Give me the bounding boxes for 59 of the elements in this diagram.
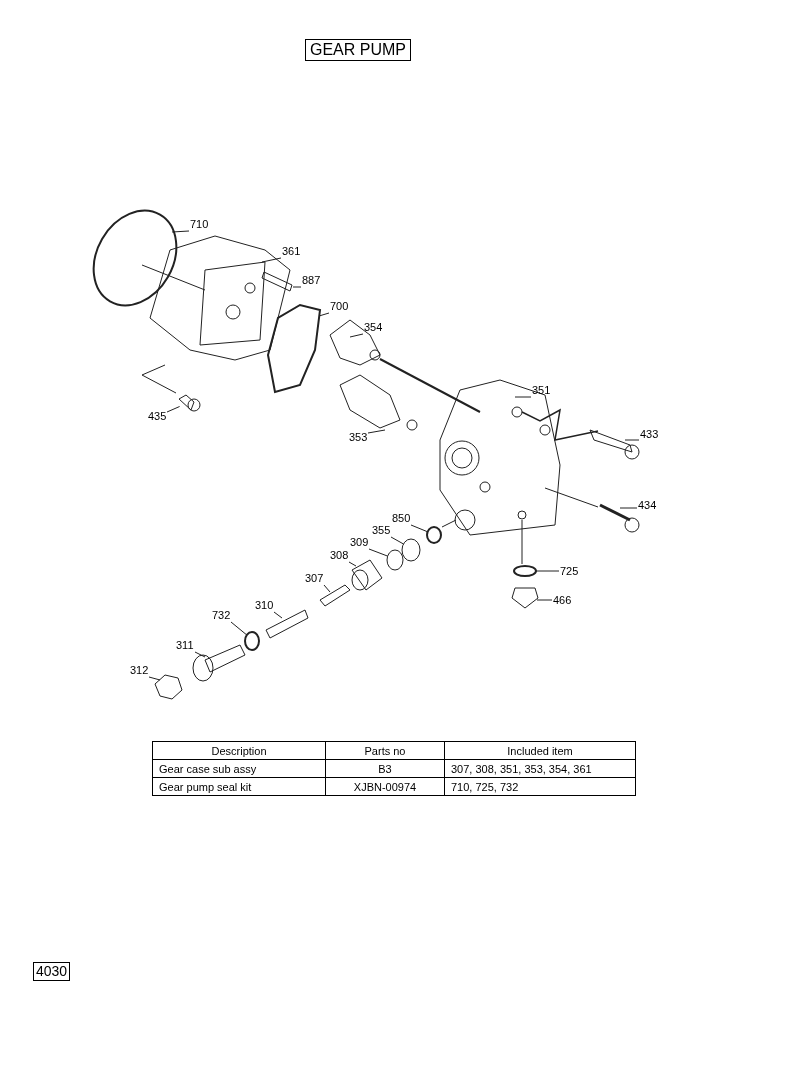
callout-number: 850 — [392, 512, 411, 525]
leader-line — [390, 536, 404, 545]
seal-ring — [401, 538, 421, 562]
leader-line — [514, 396, 532, 398]
seal-ring — [386, 549, 404, 571]
leader-line — [348, 561, 357, 567]
leader-line — [171, 230, 190, 233]
callout-number: 354 — [364, 321, 383, 334]
callout-number: 434 — [638, 499, 657, 512]
table-cell: XJBN-00974 — [325, 777, 445, 796]
callout-number: 310 — [255, 599, 274, 612]
leader-line — [410, 524, 429, 533]
leader-line — [230, 621, 248, 636]
leader-line — [318, 312, 330, 317]
callout-number: 710 — [190, 218, 209, 231]
leader-line — [349, 333, 364, 338]
leader-line — [166, 406, 181, 413]
callout-number: 307 — [305, 572, 324, 585]
table-cell: Gear case sub assy — [152, 759, 326, 778]
leader-line — [535, 570, 560, 572]
callout-number: 361 — [282, 245, 301, 258]
column-header: Parts no — [325, 741, 445, 760]
callout-number: 312 — [130, 664, 149, 677]
callout-number: 433 — [640, 428, 659, 441]
callout-number: 732 — [212, 609, 231, 622]
leader-line — [194, 651, 206, 658]
callout-number: 435 — [148, 410, 167, 423]
leader-line — [292, 286, 302, 288]
table-cell: 710, 725, 732 — [444, 777, 636, 796]
leader-line — [261, 257, 282, 263]
callout-number: 353 — [349, 431, 368, 444]
table-cell: 307, 308, 351, 353, 354, 361 — [444, 759, 636, 778]
column-header: Included item — [444, 741, 636, 760]
leader-line — [367, 429, 386, 434]
page-number: 4030 — [33, 962, 71, 981]
leader-line — [624, 439, 640, 441]
leader-line — [148, 676, 161, 681]
leader-line — [323, 584, 331, 593]
seal-ring — [426, 526, 442, 544]
callout-number: 308 — [330, 549, 349, 562]
seal-ring — [244, 631, 260, 651]
callout-number: 311 — [176, 639, 194, 652]
callout-number: 351 — [532, 384, 551, 397]
table-cell: B3 — [325, 759, 445, 778]
column-header: Description — [152, 741, 326, 760]
leader-line — [619, 507, 638, 509]
callout-number: 887 — [302, 274, 321, 287]
callout-number: 725 — [560, 565, 579, 578]
callout-number: 309 — [350, 536, 369, 549]
callout-number: 355 — [372, 524, 391, 537]
leader-line — [536, 599, 553, 601]
callout-number: 466 — [553, 594, 572, 607]
table-cell: Gear pump seal kit — [152, 777, 326, 796]
leader-line — [368, 548, 389, 557]
seal-ring — [513, 565, 537, 577]
bolt-drawing — [178, 394, 201, 412]
leader-line — [273, 611, 283, 619]
callout-number: 700 — [330, 300, 349, 313]
title: GEAR PUMP — [305, 39, 411, 61]
